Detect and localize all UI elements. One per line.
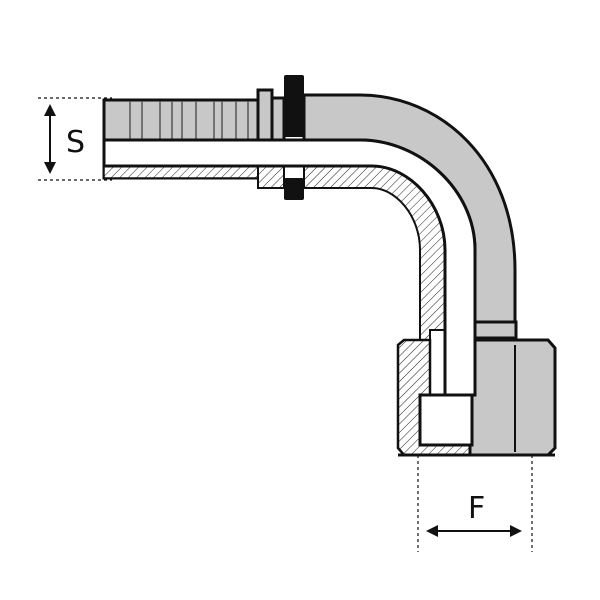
dimension-s-label: S [66,125,86,160]
dimension-f-label: F [468,491,486,526]
swivel-nut [396,338,557,457]
o-ring [284,75,304,200]
elbow-body [302,93,518,340]
dimension-f [417,455,533,552]
dimension-s [38,97,112,181]
